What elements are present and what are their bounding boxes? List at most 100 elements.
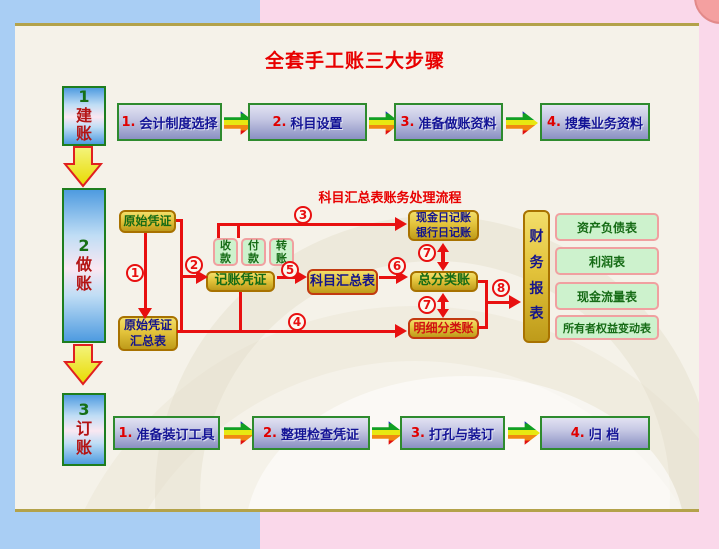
step2-number: 2: [78, 236, 90, 256]
build-step-prepare-materials: 3. 准备做账资料: [394, 103, 503, 141]
connector-line: [183, 275, 198, 278]
item-label: 科目设置: [290, 116, 343, 132]
summary-line1: 原始凭证: [123, 317, 172, 332]
transfer-label: 转账: [276, 238, 287, 265]
down-arrow-icon: [63, 146, 103, 188]
financial-report-box: 财务报表: [523, 210, 550, 343]
general-ledger-box: 总分类账: [410, 271, 478, 292]
payment-voucher-box: 付款: [241, 238, 266, 266]
equity-change-statement-box: 所有者权益变动表: [555, 315, 659, 340]
step2-char1: 做: [75, 255, 92, 275]
connector-line: [177, 330, 396, 333]
rainbow-arrow-icon: [506, 111, 538, 135]
connector-line: [180, 219, 183, 333]
subject-summary-label: 科目汇总表: [309, 273, 375, 289]
journal-voucher-label: 记账凭证: [214, 273, 267, 289]
connector-line: [485, 280, 488, 329]
arrowhead-up-icon: [437, 243, 449, 252]
item-number: 1.: [118, 425, 133, 441]
arrowhead-right-icon: [395, 324, 407, 338]
build-step-subject-setup: 2. 科目设置: [248, 103, 367, 141]
cash-journal-label: 现金日记账: [416, 211, 471, 225]
circle-number-7: 7: [418, 244, 436, 262]
receipt-voucher-box: 收款: [213, 238, 238, 266]
step1-number: 1: [78, 86, 90, 106]
item-number: 1.: [121, 114, 136, 130]
item-label: 整理检查凭证: [280, 427, 359, 443]
original-voucher-label: 原始凭证: [123, 213, 172, 228]
arrowhead-right-icon: [196, 270, 208, 284]
item-number: 2.: [263, 425, 277, 441]
item-number: 2.: [272, 114, 287, 130]
down-arrow-icon: [63, 344, 103, 386]
step3-number: 3: [78, 400, 90, 420]
connector-line: [478, 280, 488, 283]
rainbow-arrow-icon: [508, 421, 540, 445]
arrowhead-down-icon: [437, 262, 449, 271]
step1-build-box: 1 建 账: [62, 86, 106, 146]
item-number: 3.: [400, 114, 415, 130]
arrowhead-up-icon: [437, 293, 449, 302]
subject-summary-box: 科目汇总表: [307, 269, 378, 295]
subsidiary-ledger-box: 明细分类账: [408, 318, 479, 339]
circle-number-6: 6: [388, 257, 406, 275]
build-step-collect-business-data: 4. 搜集业务资料: [540, 103, 650, 141]
circle-number-4: 4: [288, 313, 306, 331]
page-title: 全套手工账三大步骤: [264, 50, 445, 72]
income-statement-box: 利润表: [555, 247, 659, 275]
arrowhead-down-icon: [138, 308, 152, 319]
build-step-accounting-system: 1. 会计制度选择: [117, 103, 222, 141]
connector-line: [176, 219, 183, 222]
step3-char1: 订: [75, 419, 92, 439]
connector-line: [379, 276, 398, 279]
equity-change-statement-label: 所有者权益变动表: [563, 321, 651, 335]
connector-line: [237, 225, 240, 238]
original-voucher-box: 原始凭证: [119, 210, 176, 233]
bank-journal-label: 银行日记账: [416, 225, 471, 239]
connector-line: [488, 301, 510, 304]
subsidiary-ledger-label: 明细分类账: [413, 320, 474, 335]
item-label: 准备做账资料: [418, 116, 497, 132]
step1-char1: 建: [75, 105, 92, 125]
balance-sheet-label: 资产负债表: [576, 220, 637, 235]
connector-line: [217, 223, 396, 226]
bind-step-archive: 4. 归 档: [540, 416, 650, 450]
arrowhead-right-icon: [395, 217, 407, 231]
cash-flow-statement-box: 现金流量表: [555, 282, 659, 310]
bind-step-punch-and-bind: 3. 打孔与装订: [400, 416, 505, 450]
circle-number-3: 3: [294, 206, 312, 224]
connector-line: [144, 233, 147, 310]
step2-char2: 账: [75, 273, 92, 293]
cash-bank-journal-box: 现金日记账 银行日记账: [408, 210, 479, 241]
step3-char2: 账: [75, 437, 92, 457]
bind-step-prepare-tools: 1. 准备装订工具: [113, 416, 220, 450]
item-label: 归 档: [588, 427, 620, 443]
connector-line: [217, 225, 220, 238]
circle-number-8: 8: [492, 279, 510, 297]
income-statement-label: 利润表: [588, 254, 625, 269]
connector-line: [478, 326, 488, 329]
connector-line: [441, 300, 445, 311]
item-label: 搜集业务资料: [564, 116, 643, 132]
item-label: 会计制度选择: [139, 116, 218, 132]
item-label: 准备装订工具: [136, 427, 215, 443]
circle-number-2: 2: [185, 256, 203, 274]
general-ledger-label: 总分类账: [417, 273, 470, 289]
original-voucher-summary-box: 原始凭证 汇总表: [118, 316, 178, 351]
item-number: 4.: [570, 425, 585, 441]
cash-flow-statement-label: 现金流量表: [576, 289, 637, 304]
step2-do-box: 2 做 账: [62, 188, 106, 343]
circle-number-7: 7: [418, 296, 436, 314]
connector-line: [239, 292, 242, 332]
receipt-label: 收款: [220, 238, 231, 265]
financial-report-label: 财务报表: [529, 228, 544, 323]
circle-number-1: 1: [126, 264, 144, 282]
flow-section-title: 科目汇总表账务处理流程: [318, 191, 462, 206]
item-number: 4.: [547, 114, 561, 130]
item-label: 打孔与装订: [428, 427, 494, 443]
arrowhead-down-icon: [437, 309, 449, 318]
balance-sheet-box: 资产负债表: [555, 213, 659, 241]
journal-voucher-box: 记账凭证: [206, 271, 275, 292]
payment-label: 付款: [248, 238, 259, 265]
